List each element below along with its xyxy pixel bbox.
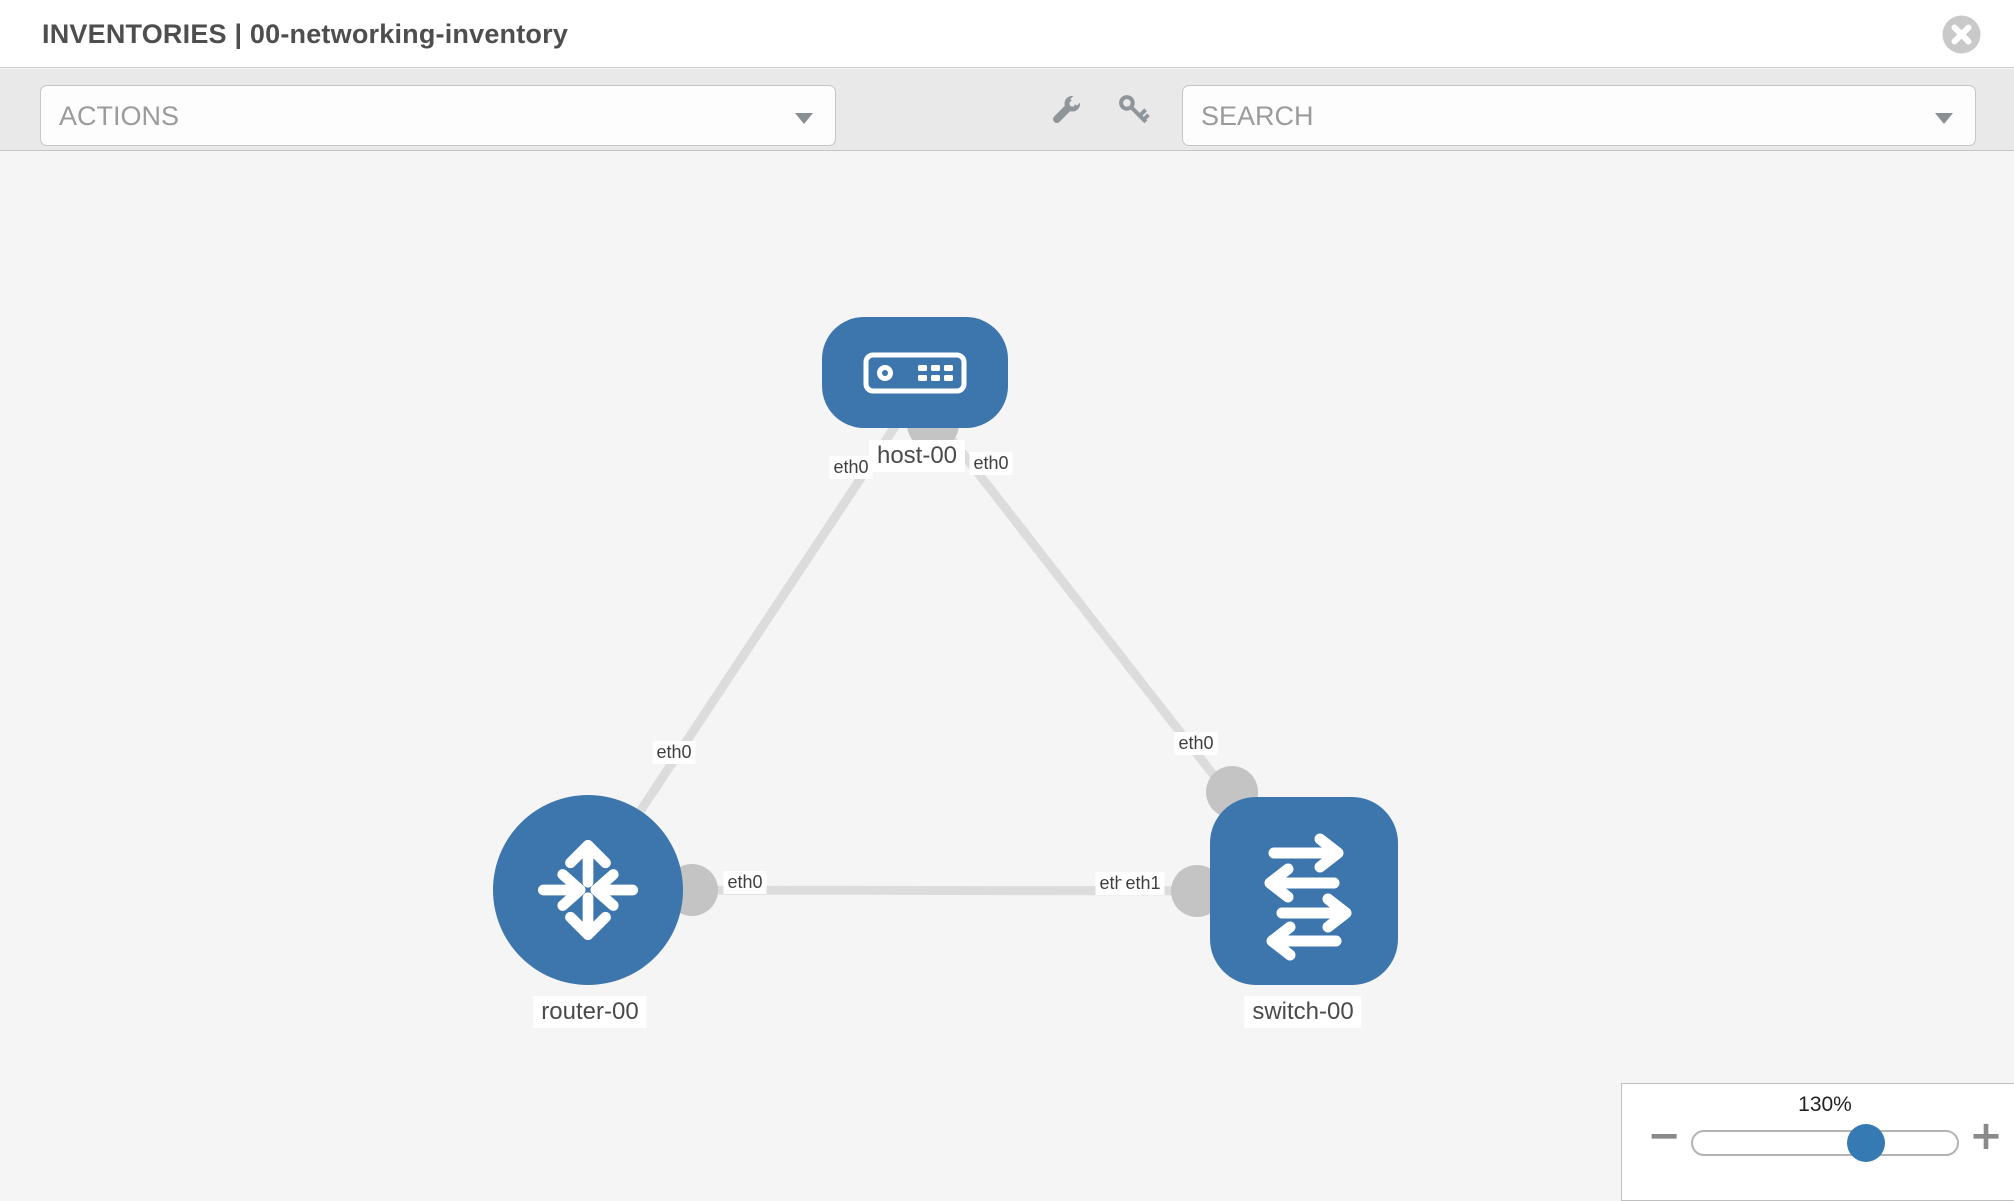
node-host-00[interactable] <box>822 317 1008 428</box>
search-dropdown-label: SEARCH <box>1201 101 1314 131</box>
zoom-out-button[interactable]: − <box>1642 1114 1686 1158</box>
close-button[interactable] <box>1942 15 1981 54</box>
topology-links-layer <box>584 398 1308 917</box>
circle-x-icon <box>1942 15 1981 54</box>
switch-icon <box>1264 833 1352 961</box>
actions-dropdown[interactable]: ACTIONS <box>40 85 836 146</box>
zoom-control-panel: 130% − + <box>1621 1083 2014 1201</box>
zoom-in-button[interactable]: + <box>1964 1114 2008 1158</box>
router-icon <box>537 839 639 941</box>
node-router-00[interactable] <box>493 795 683 985</box>
tools-button[interactable] <box>1044 91 1088 131</box>
zoom-level-text: 130% <box>1798 1093 1852 1116</box>
port-label-eth0: eth0 <box>829 456 873 479</box>
node-switch-00[interactable] <box>1210 797 1398 985</box>
actions-dropdown-label: ACTIONS <box>59 101 180 131</box>
topology-canvas[interactable]: host-00 router-00 switch-00 eth0 eth0 et… <box>0 151 2014 1200</box>
toolbar: ACTIONS SEARCH <box>0 69 2014 151</box>
page-title: INVENTORIES | 00-networking-inventory <box>42 19 569 49</box>
node-label-router: router-00 <box>533 996 647 1028</box>
zoom-slider-track[interactable] <box>1691 1124 1959 1162</box>
zoom-slider-handle[interactable] <box>1847 1124 1885 1162</box>
port-label-eth0: eth0 <box>1174 732 1218 755</box>
port-label-eth0: eth0 <box>723 871 767 894</box>
port-label-eth0: eth0 <box>969 452 1013 475</box>
node-label-switch: switch-00 <box>1244 996 1362 1028</box>
port-label-eth0: eth0 <box>652 741 696 764</box>
credentials-button[interactable] <box>1112 91 1156 131</box>
host-icon <box>863 352 967 393</box>
wrench-icon <box>1053 93 1083 123</box>
chevron-down-icon <box>1935 113 1953 124</box>
key-icon <box>1119 95 1150 124</box>
search-dropdown[interactable]: SEARCH <box>1182 85 1976 146</box>
node-label-host: host-00 <box>868 440 966 472</box>
header-bar: INVENTORIES | 00-networking-inventory <box>0 0 2014 68</box>
port-label-eth1: eth1 <box>1121 872 1165 895</box>
chevron-down-icon <box>795 113 813 124</box>
